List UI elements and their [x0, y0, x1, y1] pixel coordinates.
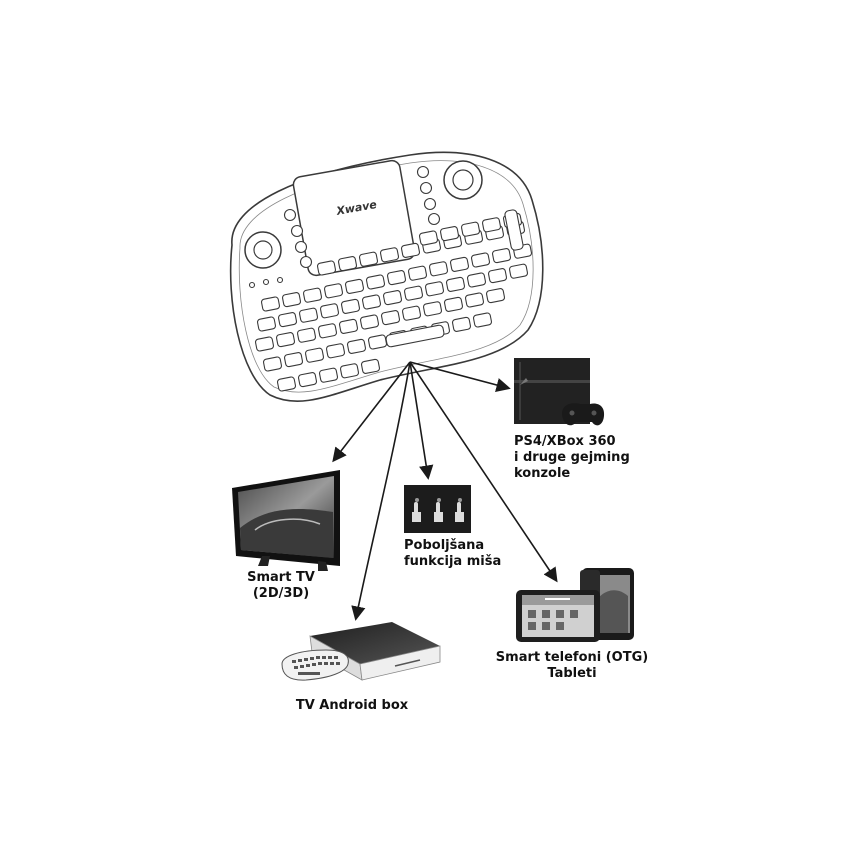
- keyboard-key: [297, 372, 318, 388]
- label-mouse: Poboljšana funkcija miša: [404, 538, 501, 570]
- label-phones-line-1: Smart telefoni (OTG): [495, 650, 649, 665]
- keyboard-key: [424, 281, 445, 297]
- mouse-function-illustration: [404, 485, 471, 533]
- label-tv-line-1: Smart TV: [247, 570, 315, 585]
- keyboard-key: [323, 283, 344, 299]
- keyboard-key: [319, 303, 340, 319]
- keyboard-key: [386, 270, 407, 286]
- keyboard-key: [470, 252, 491, 268]
- keyboard-key: [460, 221, 481, 237]
- label-phones: Smart telefoni (OTG) Tableti: [492, 650, 652, 682]
- keyboard-key: [491, 248, 512, 264]
- arrow-to-console: [409, 361, 511, 393]
- keyboard-key: [275, 332, 296, 348]
- keyboard-key: [472, 312, 493, 328]
- keyboard-key: [325, 343, 346, 359]
- keyboard-key: [339, 363, 360, 379]
- gamepad-icon: [562, 403, 605, 426]
- label-tv: Smart TV (2D/3D): [236, 570, 326, 602]
- label-console-line-3: konzole: [514, 466, 571, 481]
- keyboard-key: [256, 316, 277, 332]
- keyboard-key: [464, 292, 485, 308]
- keyboard-key: [508, 263, 529, 279]
- keyboard-key: [451, 316, 472, 332]
- label-box: TV Android box: [292, 698, 412, 714]
- arrow-to-phones: [409, 361, 558, 583]
- connection-arrows: [332, 361, 558, 621]
- label-mouse-line-2: funkcija miša: [404, 554, 502, 569]
- keyboard-key: [337, 256, 358, 272]
- console-illustration: [514, 358, 605, 426]
- phones-tablets-illustration: [516, 568, 634, 642]
- android-box-illustration: [281, 622, 441, 681]
- keyboard-key: [340, 298, 361, 314]
- mini-keyboard-small-icon: [281, 649, 349, 681]
- label-phones-line-2: Tableti: [547, 666, 597, 681]
- keyboard-key: [298, 307, 319, 323]
- keyboard-key: [277, 312, 298, 328]
- mini-keyboard-illustration: Xwave: [229, 151, 544, 402]
- keyboard-key: [487, 268, 508, 284]
- keyboard-key: [283, 352, 304, 368]
- keyboard-key: [379, 247, 400, 263]
- keyboard-key: [254, 336, 275, 352]
- keyboard-key: [445, 276, 466, 292]
- keyboard-key: [380, 310, 401, 326]
- keyboard-key: [449, 256, 470, 272]
- keyboard-key: [302, 287, 323, 303]
- keyboard-spacebar: [385, 324, 445, 348]
- keyboard-key: [304, 347, 325, 363]
- keyboard-key: [439, 226, 460, 242]
- keyboard-key: [318, 367, 339, 383]
- keyboard-key: [481, 217, 502, 233]
- tv-illustration: [232, 470, 340, 571]
- arrow-to-tv: [332, 361, 411, 463]
- keyboard-key: [361, 294, 382, 310]
- keyboard-key: [281, 292, 302, 308]
- keyboard-key: [317, 323, 338, 339]
- keyboard-key: [403, 285, 424, 301]
- keyboard-key: [466, 272, 487, 288]
- arrow-to-mouse: [409, 361, 434, 480]
- keyboard-key: [296, 327, 317, 343]
- keyboard-key: [428, 261, 449, 277]
- keyboard-key: [407, 265, 428, 281]
- keyboard-key: [365, 274, 386, 290]
- keyboard-key: [401, 305, 422, 321]
- keyboard-key: [367, 334, 388, 350]
- keyboard-key: [338, 318, 359, 334]
- keyboard-key: [344, 278, 365, 294]
- label-tv-line-2: (2D/3D): [252, 586, 310, 601]
- keyboard-key: [316, 260, 337, 276]
- keyboard-key: [418, 230, 439, 246]
- keyboard-key: [359, 314, 380, 330]
- label-console-line-1: PS4/XBox 360: [514, 434, 616, 449]
- keyboard-key: [485, 288, 506, 304]
- label-box-line-1: TV Android box: [295, 698, 409, 713]
- keyboard-key: [276, 376, 297, 392]
- keyboard-key: [382, 290, 403, 306]
- keyboard-key: [346, 338, 367, 354]
- keyboard-key: [358, 251, 379, 267]
- function-buttons: [248, 165, 441, 289]
- label-console-line-2: i druge gejming: [514, 450, 630, 465]
- arrow-to-box: [351, 361, 411, 621]
- keyboard-key: [443, 296, 464, 312]
- keyboard-key: [400, 242, 421, 258]
- keyboard-key: [260, 296, 281, 312]
- label-mouse-line-1: Poboljšana: [404, 538, 485, 553]
- keyboard-keys: [254, 209, 533, 392]
- keyboard-enter-key: [504, 209, 524, 251]
- keyboard-key: [262, 356, 283, 372]
- keyboard-key: [422, 301, 443, 317]
- keyboard-key: [360, 358, 381, 374]
- label-console: PS4/XBox 360 i druge gejming konzole: [514, 434, 630, 482]
